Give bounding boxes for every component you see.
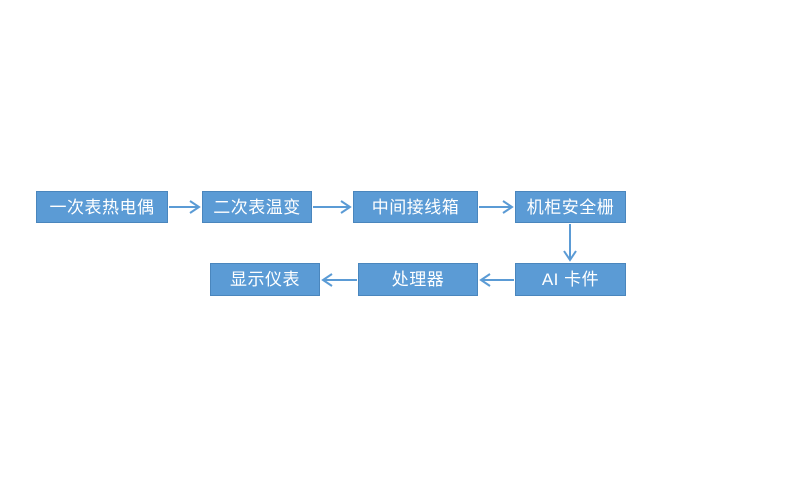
node-junction-box[interactable]: 中间接线箱 (353, 191, 478, 223)
node-secondary-transmitter[interactable]: 二次表温变 (202, 191, 312, 223)
node-label: 处理器 (391, 270, 445, 289)
node-label: 机柜安全栅 (526, 197, 615, 217)
node-processor[interactable]: 处理器 (358, 263, 478, 296)
connector-n3-to-n4 (479, 200, 514, 214)
node-primary-thermocouple[interactable]: 一次表热电偶 (36, 191, 168, 223)
node-ai-card[interactable]: AI 卡件 (515, 263, 626, 296)
connector-n1-to-n2 (169, 200, 201, 214)
connector-n6-to-n7 (321, 273, 357, 287)
node-label: AI 卡件 (541, 270, 600, 289)
node-cabinet-safety-barrier[interactable]: 机柜安全栅 (515, 191, 626, 223)
node-label: 中间接线箱 (371, 197, 460, 217)
node-label: 二次表温变 (213, 197, 301, 217)
node-display-instrument[interactable]: 显示仪表 (210, 263, 320, 296)
node-label: 显示仪表 (230, 270, 300, 289)
connector-n5-to-n6 (479, 273, 514, 287)
node-label: 一次表热电偶 (49, 197, 155, 217)
connector-n4-to-n5 (563, 224, 577, 262)
connector-n2-to-n3 (313, 200, 352, 214)
